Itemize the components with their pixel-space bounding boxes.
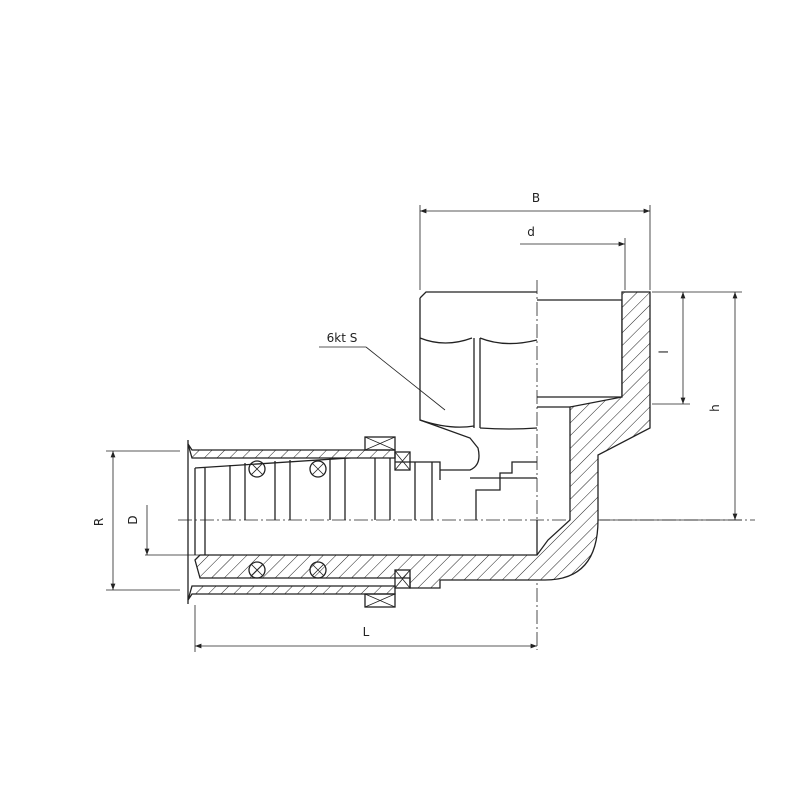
label-l: l (657, 350, 671, 353)
label-B: B (532, 191, 540, 205)
dimension-D: D (126, 505, 200, 556)
dimension-B: B (419, 191, 651, 290)
label-L: L (363, 625, 370, 639)
dimension-L: L (194, 605, 537, 652)
dimension-l: l (652, 291, 690, 405)
label-d: d (527, 225, 535, 239)
label-D: D (126, 515, 140, 524)
hex-body (419, 291, 623, 520)
dimension-R: R (92, 450, 180, 591)
label-h: h (708, 404, 722, 412)
label-R: R (92, 518, 106, 526)
hex-size-callout: 6kt S (319, 331, 446, 411)
o-rings (248, 436, 411, 608)
elbow-wall-section (194, 291, 651, 589)
dimension-d: d (520, 225, 626, 290)
press-sleeve (187, 440, 396, 604)
label-hex-size: 6kt S (327, 331, 358, 345)
dimension-h: h (600, 291, 742, 521)
